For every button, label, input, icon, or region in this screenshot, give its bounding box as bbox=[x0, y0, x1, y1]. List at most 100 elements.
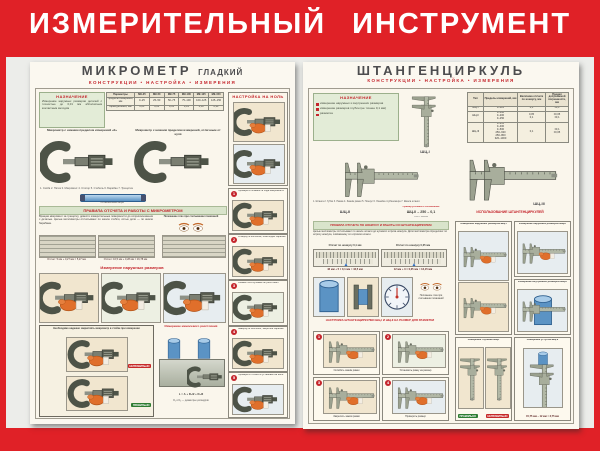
step-number: 5 bbox=[231, 375, 237, 381]
caliper-jaws-illustration bbox=[353, 284, 373, 310]
step-photo bbox=[232, 200, 284, 231]
micrometer-step-4: 4 Завернуть колпачок, закрепив барабан bbox=[228, 326, 288, 372]
scale-reading-photo-1 bbox=[39, 235, 96, 258]
setup-panel-1: 1 Ослабить зажим рамки bbox=[313, 331, 380, 375]
micrometer-purpose-box: НАЗНАЧЕНИЕ Измерение наружных размеров д… bbox=[39, 92, 105, 128]
scale-reading-photo-3 bbox=[162, 235, 226, 258]
caliper-in-hand-illustration bbox=[324, 381, 376, 413]
caliper-subtitle: КОНСТРУКЦИИ • НАСТРОЙКА • ИЗМЕРЕНИЯ bbox=[367, 78, 515, 83]
micrometer-step-2: 2 Отвернуть колпачок, освободив барабан bbox=[228, 234, 288, 280]
table-cell: ±0,1 ±0,05 bbox=[545, 121, 569, 143]
table-cell: 0,01 bbox=[208, 104, 224, 111]
scale-reading-caption-1: Отсчет: 5 мм + 0,27 мм = 5,27 мм bbox=[47, 258, 86, 261]
usage-box-title: Измерение глубины ШЦ-I bbox=[467, 339, 500, 341]
caliper-spec-table: Тип Пределы измерений, мм Величина отсче… bbox=[467, 92, 569, 143]
micrometer-subtitle: КОНСТРУКЦИИ • НАСТРОЙКА • ИЗМЕРЕНИЯ bbox=[88, 80, 237, 85]
measuring-photo-2 bbox=[101, 273, 161, 323]
dial-illustration bbox=[384, 284, 410, 310]
usage-box-step-shc2: Измерение уступов ШЦ-II Деталь 15,75 мм … bbox=[514, 337, 571, 421]
eyes-icon bbox=[178, 222, 204, 232]
micrometer-spec-table: Параметры МК-25 МК-50 МК-75 МК-100 МК-12… bbox=[106, 92, 224, 111]
eyes-position-block: Положение глаз при считывании показаний bbox=[158, 215, 224, 233]
wrong-label: НЕПРАВИЛЬНО bbox=[485, 414, 509, 418]
main-title: ИЗМЕРИТЕЛЬНЫЙ ИНСТРУМЕНТ bbox=[28, 8, 572, 40]
vernier-scale bbox=[391, 259, 441, 264]
purpose-item: измерение наружных и внутренних размеров bbox=[314, 101, 398, 106]
vernier2-formula: 12 мм + 3 × 0,05 мм = 12,15 мм bbox=[393, 268, 433, 271]
step-number: 4 bbox=[231, 329, 237, 335]
micrometer-in-hand-illustration bbox=[233, 247, 283, 276]
zero-setting-photo-1 bbox=[233, 102, 285, 142]
cylinder-illustration bbox=[167, 338, 181, 359]
table-header-cell: Параметры bbox=[106, 92, 135, 98]
micrometer-in-hand-illustration bbox=[234, 145, 284, 183]
caliper-in-hand-illustration bbox=[518, 232, 567, 273]
micrometer-title-main: МИКРОМЕТР bbox=[81, 64, 192, 78]
table-header-cell: МК-150 bbox=[208, 92, 224, 98]
table-cell: 100–125 bbox=[193, 96, 210, 106]
measuring-photo-1 bbox=[39, 273, 99, 323]
usage-box-outer-shc1: Измерение наружных размеров ШЦ-I bbox=[455, 221, 512, 335]
caliper-in-hand-illustration bbox=[324, 335, 376, 367]
caliper-title: ШТАНГЕНЦИРКУЛЬ bbox=[356, 64, 526, 78]
panel-photo bbox=[323, 334, 377, 368]
micrometer-in-hand-illustration bbox=[233, 293, 283, 322]
zero-setting-photo-2 bbox=[233, 144, 285, 184]
step-caption: Проверить плавность хода микровинта bbox=[238, 190, 284, 192]
micrometer-illustration bbox=[187, 365, 225, 389]
cylinder-illustration bbox=[197, 338, 211, 359]
micrometer-poster: МИКРОМЕТР ГЛАДКИЙ КОНСТРУКЦИИ • НАСТРОЙК… bbox=[30, 62, 295, 424]
caliper-shc1-diagram bbox=[409, 91, 441, 149]
caliper-in-hand-illustration bbox=[459, 283, 508, 331]
table-header-cell: Тип bbox=[467, 92, 484, 107]
micrometer-in-hand-illustration bbox=[102, 274, 160, 322]
micrometer-in-hand-illustration bbox=[233, 385, 283, 414]
step-number: 3 bbox=[316, 380, 322, 386]
table-cell: 0,01 bbox=[148, 104, 165, 111]
clamping-header: Необходимо надежно закреплять микрометр … bbox=[53, 327, 140, 330]
caliper-rules-banner: ПРАВИЛА ОТСЧЕТА ПО НОНИУСУ И РАБОТЫ СО Ш… bbox=[313, 221, 449, 230]
usage-box-title: Измерение наружных размеров ШЦ-II bbox=[519, 223, 566, 225]
vernier-arrow-icon: ▲ bbox=[343, 261, 349, 268]
vertical-caliper-illustration bbox=[459, 348, 483, 408]
micrometer-in-hand-illustration bbox=[67, 338, 127, 371]
setup-panel-3: 3 Закрепить зажим рамки bbox=[313, 377, 380, 421]
micrometer-diagram-nonzero bbox=[132, 138, 222, 186]
panel-caption: Ослабить зажим рамки bbox=[333, 369, 360, 372]
usage-title: ИСПОЛЬЗОВАНИЕ ШТАНГЕНЦИРКУЛЕЙ bbox=[476, 210, 544, 214]
usage-formula: 15,75 мм – 12 мм = 3,75 мм bbox=[526, 414, 559, 418]
micrometer-title: МИКРОМЕТР ГЛАДКИЙ bbox=[30, 64, 295, 80]
caliper-poster-header: ШТАНГЕНЦИРКУЛЬ КОНСТРУКЦИИ • НАСТРОЙКА •… bbox=[303, 64, 579, 88]
cylinder-measuring-photo bbox=[313, 277, 345, 317]
diagram-right-title: Микрометр с нижним пределом измерений, о… bbox=[135, 129, 221, 136]
caliper-parts-legend: 1. Штанга 2. Губки 3. Рамка 4. Зажим рам… bbox=[313, 200, 420, 203]
usage-photo bbox=[517, 231, 568, 274]
step-caption: Совместить нулевые штрихи шкал bbox=[238, 282, 279, 284]
table-cell: 0,01 bbox=[178, 104, 195, 111]
clamping-photo-wrong bbox=[66, 337, 128, 372]
eyes-position-block: Положение глаз при считывании показаний bbox=[415, 281, 447, 315]
usage-photo bbox=[458, 282, 509, 332]
main-scale bbox=[316, 252, 376, 258]
micrometer-rules-paragraph: Вращая микровинт за трещотку, довести из… bbox=[39, 215, 153, 225]
axis-note: D₁ и D₂ — диаметры цилиндров bbox=[173, 399, 209, 402]
table-cell: 0–25 bbox=[134, 96, 150, 106]
table-cell: 0,01 bbox=[134, 104, 150, 111]
table-header-cell: Пределы измерений, мм bbox=[483, 92, 518, 107]
vernier-scale-1: ▲ bbox=[313, 249, 379, 267]
scale-reading-photo-2 bbox=[98, 235, 155, 258]
usage-photo bbox=[517, 289, 568, 332]
micrometer-in-hand-illustration bbox=[40, 274, 98, 322]
eyes-caption: Положение глаз при считывании показаний bbox=[163, 215, 219, 218]
panel-photo bbox=[392, 380, 446, 414]
step-number: 4 bbox=[385, 380, 391, 386]
micrometer-title-suffix: ГЛАДКИЙ bbox=[198, 68, 244, 77]
caliper-in-hand-illustration bbox=[393, 335, 445, 367]
table-cell: 0,01 bbox=[163, 104, 180, 111]
micrometer-poster-header: МИКРОМЕТР ГЛАДКИЙ КОНСТРУКЦИИ • НАСТРОЙК… bbox=[30, 64, 295, 88]
step-caption: Отвернуть колпачок, освободив барабан bbox=[238, 236, 286, 238]
measure-banner: Измерение наружных размеров bbox=[100, 265, 164, 270]
purpose-title: НАЗНАЧЕНИЕ bbox=[56, 94, 88, 99]
caliper-shc2-diagram bbox=[345, 162, 419, 197]
usage-box-title: Измерение наружных размеров ШЦ-I bbox=[460, 223, 507, 225]
